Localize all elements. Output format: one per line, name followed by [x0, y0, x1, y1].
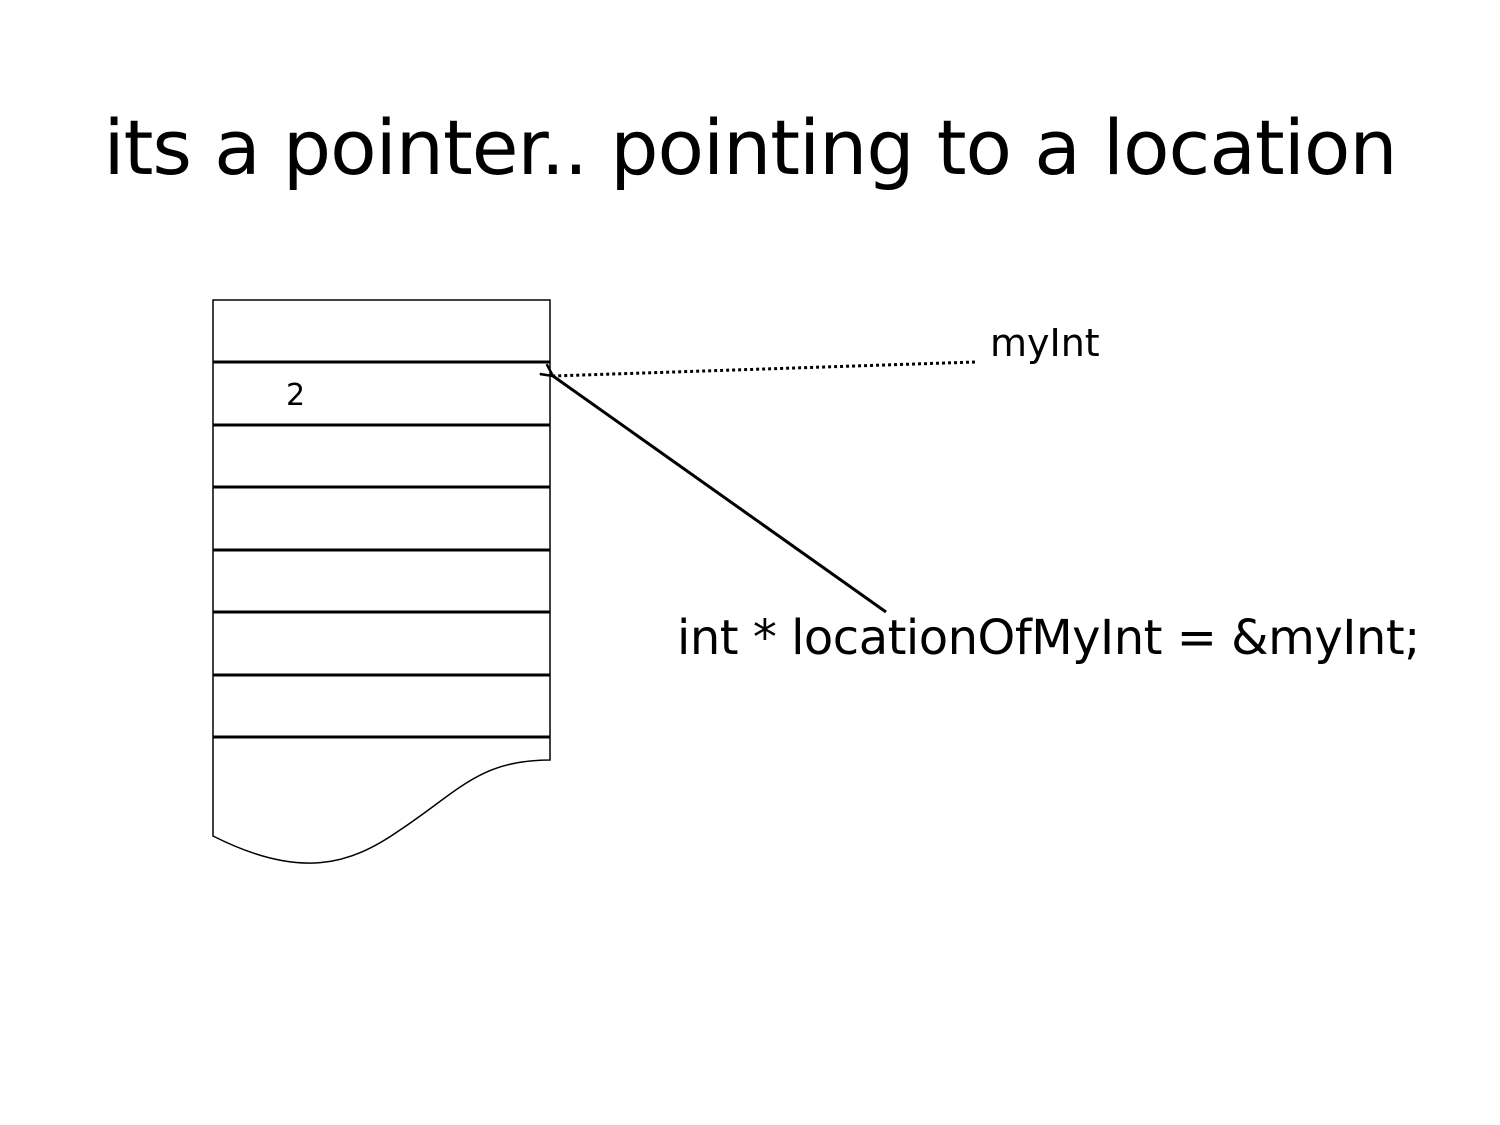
variable-label: myInt [990, 321, 1100, 365]
slide-title: its a pointer.. pointing to a location [103, 103, 1398, 192]
memory-block-outline [212, 299, 551, 864]
memory-cell-dividers [213, 360, 550, 739]
variable-dotted-connector [552, 360, 976, 378]
memory-cell-value: 2 [286, 378, 306, 413]
pointer-code-label: int * locationOfMyInt = &myInt; [677, 610, 1420, 666]
pointer-arrow [553, 376, 887, 614]
